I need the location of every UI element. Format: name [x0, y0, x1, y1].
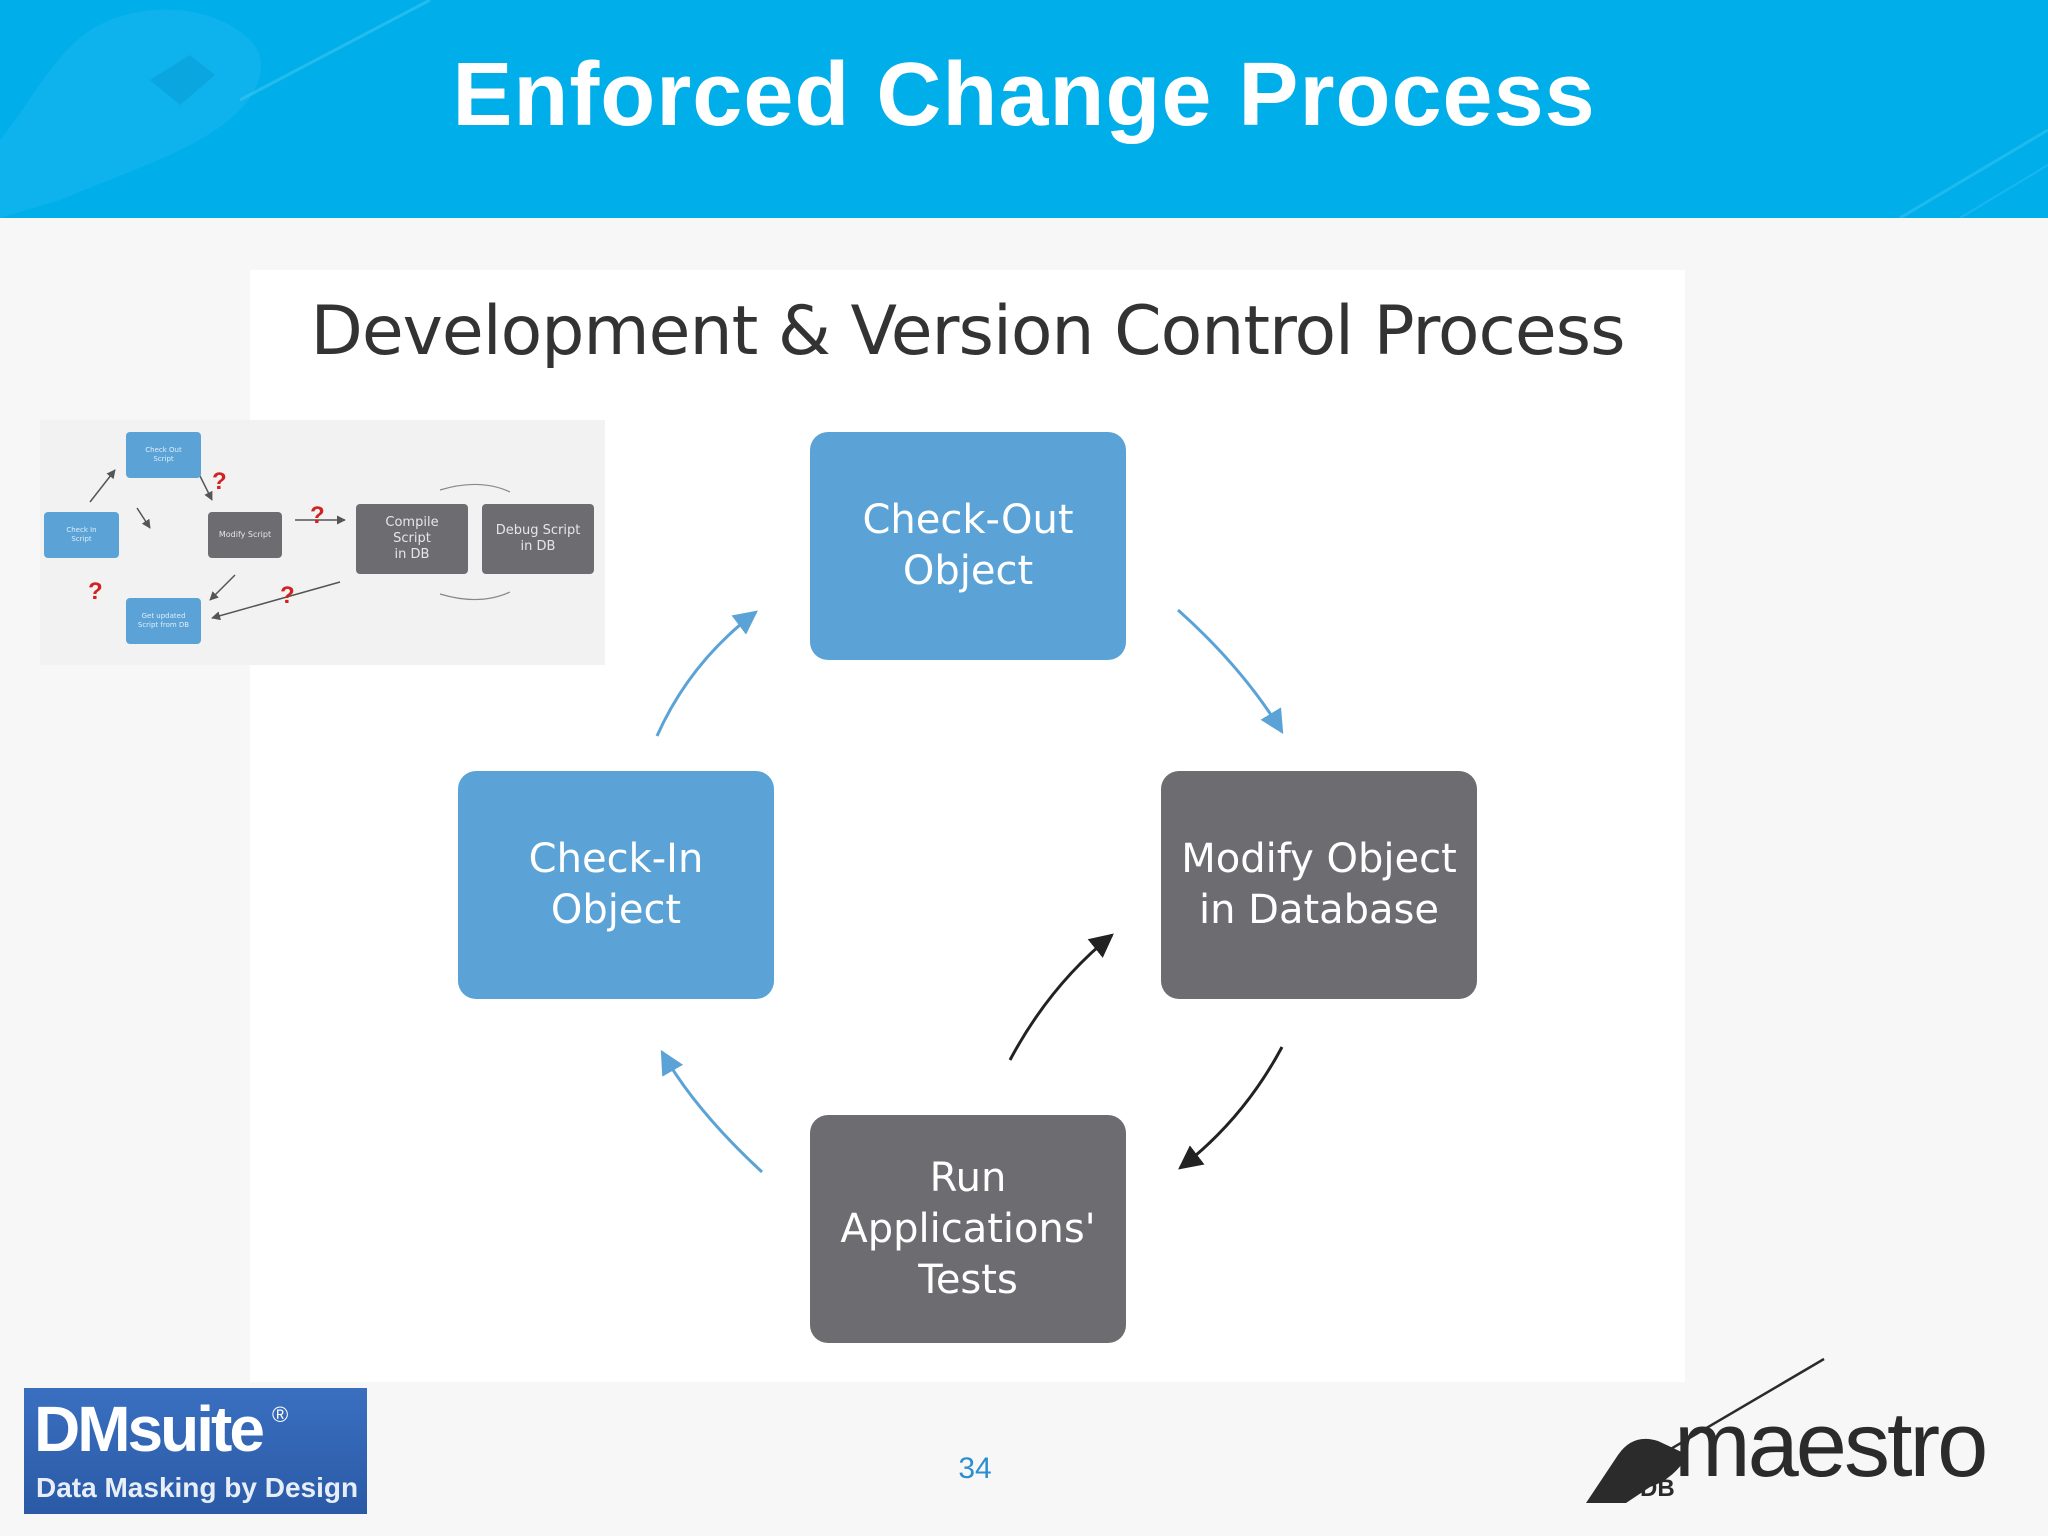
node-modify-object-in-database: Modify Object in Database [1161, 771, 1477, 999]
thumb-node-check-out-script: Check Out Script [126, 432, 201, 478]
thumbnail-arrows [89, 469, 511, 621]
thumb-node-check-in-script: Check In Script [44, 512, 119, 558]
dbmaestro-pen-icon [1586, 1357, 1825, 1503]
thumb-node-compile-script: Compile Script in DB [356, 504, 468, 574]
node-check-out-object: Check-Out Object [810, 432, 1126, 660]
registered-mark: ® [272, 1402, 289, 1427]
dmsuite-logo-name: DMsuite [34, 1393, 265, 1465]
slide-title: Enforced Change Process [452, 45, 1596, 145]
diagram-title: Development & Version Control Process [310, 292, 1625, 371]
dmsuite-tagline: Data Masking by Design [36, 1472, 359, 1503]
dbmaestro-logo-prefix: DB [1640, 1475, 1675, 1502]
thumb-node-get-updated-script: Get updated Script from DB [126, 598, 201, 644]
dbmaestro-logo-name: maestro [1674, 1394, 1988, 1496]
dbmaestro-logo: DB maestro [1578, 1355, 2028, 1515]
page-number: 34 [958, 1452, 992, 1485]
edge-run-tests-to-checkin [660, 1049, 764, 1174]
old-process-thumbnail: Check Out Script Check In Script Modify … [40, 420, 605, 665]
thumb-question-mark: ? [310, 502, 325, 529]
slide-header: Enforced Change Process [0, 0, 2048, 218]
edge-checkin-to-checkout [655, 610, 758, 737]
thumb-node-modify-script: Modify Script [208, 512, 282, 558]
thumb-question-mark: ? [280, 582, 295, 609]
node-check-in-object: Check-In Object [458, 771, 774, 999]
thumb-node-debug-script: Debug Script in DB [482, 504, 594, 574]
node-run-applications-tests: Run Applications' Tests [810, 1115, 1126, 1343]
edge-checkout-to-modify [1177, 608, 1284, 735]
dmsuite-logo: DMsuite ® Data Masking by Design [24, 1388, 367, 1514]
header-hand-pen-decoration [0, 0, 2048, 218]
thumb-question-mark: ? [212, 468, 227, 495]
cycle-arrows [655, 608, 1284, 1174]
edge-modify-to-run-tests [1178, 1046, 1284, 1170]
thumb-question-mark: ? [88, 578, 103, 605]
edge-run-tests-to-modify [1008, 933, 1114, 1061]
